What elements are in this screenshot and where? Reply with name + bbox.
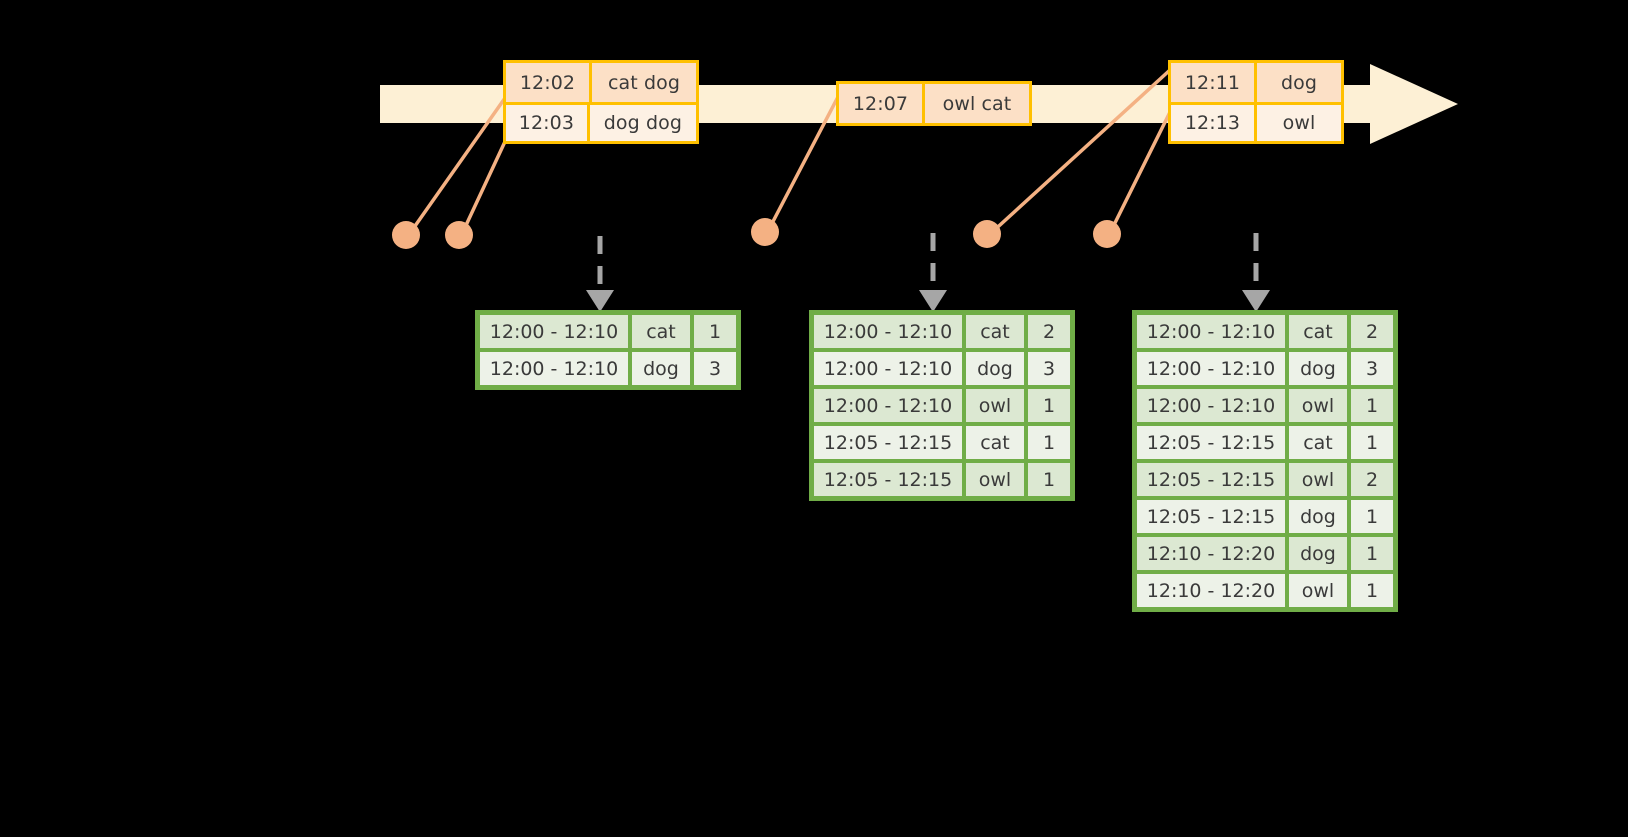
- event-dots: [392, 218, 1121, 249]
- event-dot-2: [445, 221, 473, 249]
- event-row: 12:03 dog dog: [506, 102, 696, 141]
- event-row: 12:13 owl: [1171, 102, 1341, 141]
- event-row: 12:07 owl cat: [839, 84, 1029, 123]
- cell-key: cat: [1288, 314, 1348, 349]
- cell-key: owl: [965, 462, 1025, 497]
- emit-arrow-left: [586, 236, 614, 312]
- cell-window: 12:00 - 12:10: [1136, 314, 1286, 349]
- event-box-3[interactable]: 12:11 dog 12:13 owl: [1168, 60, 1344, 144]
- event-dot-4: [973, 220, 1001, 248]
- event-payload: dog dog: [603, 112, 682, 134]
- event-row: 12:11 dog: [1171, 63, 1341, 102]
- event-box-1[interactable]: 12:02 cat dog 12:03 dog dog: [503, 60, 699, 144]
- cell-count: 1: [1350, 499, 1394, 534]
- cell-key: dog: [1288, 351, 1348, 386]
- event-payload: dog: [1280, 71, 1318, 94]
- cell-count: 2: [1350, 314, 1394, 349]
- cell-count: 3: [1350, 351, 1394, 386]
- cell-count: 2: [1350, 462, 1394, 497]
- emit-arrow-right: [1242, 233, 1270, 312]
- emit-arrows: [586, 233, 1270, 312]
- cell-key: dog: [1288, 536, 1348, 571]
- emit-arrow-middle: [919, 233, 947, 312]
- event-time: 12:07: [839, 84, 925, 123]
- cell-count: 1: [1350, 536, 1394, 571]
- cell-count: 1: [1350, 388, 1394, 423]
- cell-window: 12:00 - 12:10: [1136, 388, 1286, 423]
- event-box-2[interactable]: 12:07 owl cat: [836, 81, 1032, 126]
- cell-count: 2: [1027, 314, 1071, 349]
- cell-window: 12:10 - 12:20: [1136, 536, 1286, 571]
- cell-window: 12:10 - 12:20: [1136, 573, 1286, 608]
- cell-window: 12:00 - 12:10: [813, 314, 963, 349]
- event-time: 12:03: [506, 105, 590, 141]
- connector-line-2: [459, 131, 511, 238]
- connector-line-5: [1107, 102, 1176, 237]
- cell-window: 12:05 - 12:15: [813, 425, 963, 460]
- event-dot-1: [392, 221, 420, 249]
- event-time: 12:11: [1171, 63, 1257, 102]
- cell-key: owl: [1288, 388, 1348, 423]
- cell-key: cat: [631, 314, 691, 349]
- cell-key: dog: [631, 351, 691, 386]
- cell-window: 12:05 - 12:15: [1136, 462, 1286, 497]
- cell-key: cat: [1288, 425, 1348, 460]
- cell-count: 1: [1350, 573, 1394, 608]
- cell-count: 3: [693, 351, 737, 386]
- connector-line-1: [406, 96, 507, 238]
- cell-window: 12:00 - 12:10: [1136, 351, 1286, 386]
- cell-window: 12:00 - 12:10: [813, 388, 963, 423]
- cell-window: 12:05 - 12:15: [813, 462, 963, 497]
- event-time: 12:13: [1171, 105, 1257, 141]
- cell-window: 12:00 - 12:10: [479, 314, 629, 349]
- cell-window: 12:00 - 12:10: [813, 351, 963, 386]
- event-payload: owl: [1282, 112, 1316, 134]
- cell-key: cat: [965, 425, 1025, 460]
- event-dot-3: [751, 218, 779, 246]
- cell-key: owl: [1288, 462, 1348, 497]
- cell-key: dog: [965, 351, 1025, 386]
- cell-count: 1: [693, 314, 737, 349]
- cell-key: dog: [1288, 499, 1348, 534]
- cell-count: 1: [1027, 462, 1071, 497]
- connector-line-3: [765, 91, 842, 235]
- cell-count: 1: [1350, 425, 1394, 460]
- cell-count: 3: [1027, 351, 1071, 386]
- event-dot-5: [1093, 220, 1121, 248]
- cell-count: 1: [1027, 388, 1071, 423]
- event-payload: owl cat: [942, 92, 1012, 115]
- cell-key: owl: [1288, 573, 1348, 608]
- cell-count: 1: [1027, 425, 1071, 460]
- event-payload: cat dog: [607, 71, 681, 94]
- event-row: 12:02 cat dog: [506, 63, 696, 102]
- event-time: 12:02: [506, 63, 592, 102]
- cell-window: 12:05 - 12:15: [1136, 425, 1286, 460]
- cell-key: cat: [965, 314, 1025, 349]
- cell-window: 12:00 - 12:10: [479, 351, 629, 386]
- cell-key: owl: [965, 388, 1025, 423]
- cell-window: 12:05 - 12:15: [1136, 499, 1286, 534]
